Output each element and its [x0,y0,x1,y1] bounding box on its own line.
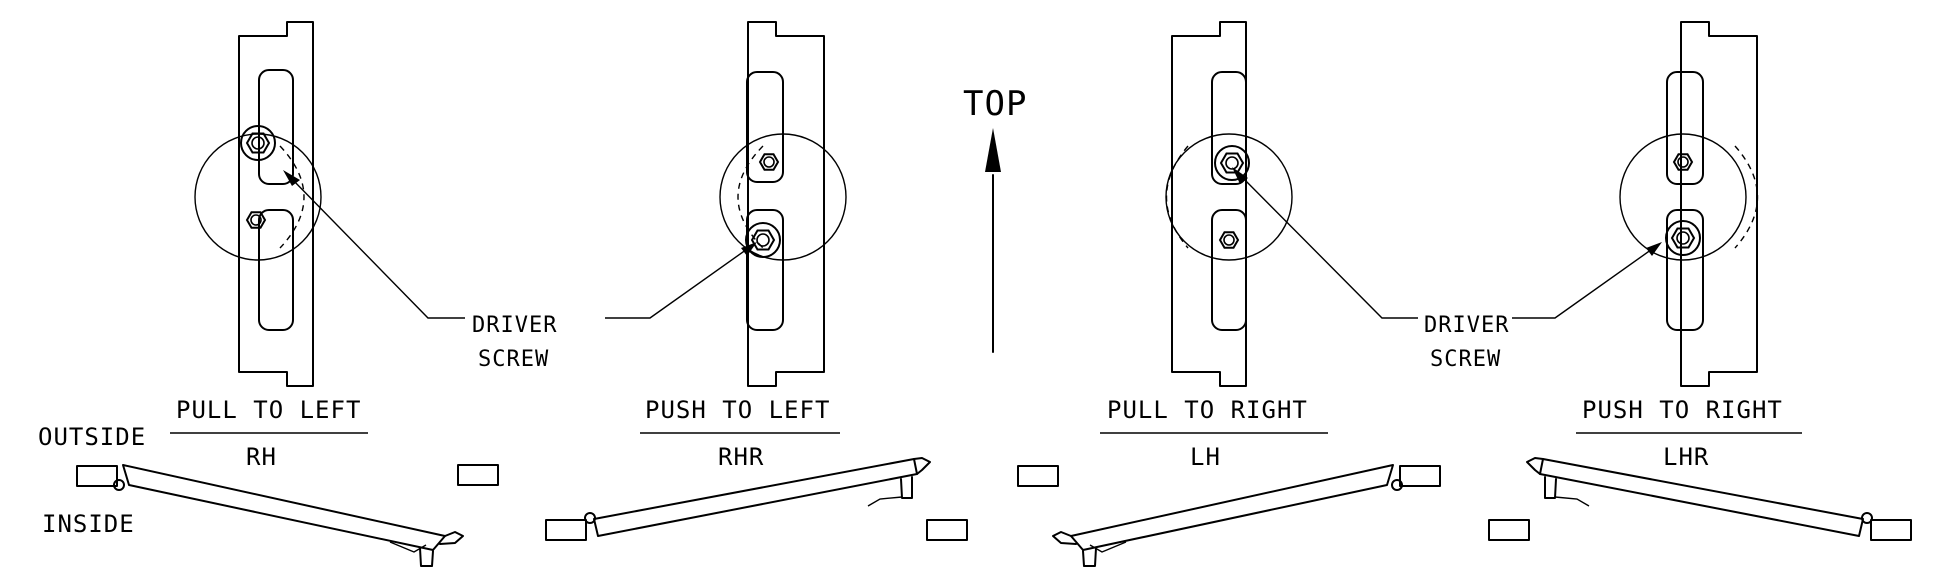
config-code: RH [246,443,277,471]
door-plan-rh [76,464,499,567]
driver-screw-callout-right: DRIVER SCREW [1232,167,1662,372]
bracket-rhr [719,21,847,387]
door-plan-lhr [1488,457,1912,541]
config-title: PUSH TO RIGHT [1582,396,1783,424]
config-title: PULL TO LEFT [176,396,361,424]
top-label: TOP [963,84,1027,124]
config-label-rh: PULL TO LEFT RH [170,396,368,471]
config-label-lhr: PUSH TO RIGHT LHR [1576,396,1802,471]
bracket-lhr [1619,21,1759,387]
config-title: PUSH TO LEFT [645,396,830,424]
config-code: RHR [718,443,764,471]
driver-screw-callout-left: DRIVER SCREW [283,170,757,372]
top-direction-indicator: TOP [963,84,1027,353]
callout-label-line1: DRIVER [472,313,557,338]
config-label-rhr: PUSH TO LEFT RHR [640,396,840,471]
config-title: PULL TO RIGHT [1107,396,1308,424]
outside-label: OUTSIDE [38,423,146,451]
config-label-lh: PULL TO RIGHT LH [1100,396,1328,471]
callout-label-line2: SCREW [1430,347,1501,372]
config-code: LH [1190,443,1221,471]
callout-label-line1: DRIVER [1424,313,1509,338]
inside-label: INSIDE [42,510,135,538]
callout-label-line2: SCREW [478,347,549,372]
bracket-lh [1165,21,1293,387]
door-plan-lh [1017,464,1441,567]
bracket-rh [194,21,322,387]
config-code: LHR [1663,443,1709,471]
door-plan-rhr [545,457,968,541]
